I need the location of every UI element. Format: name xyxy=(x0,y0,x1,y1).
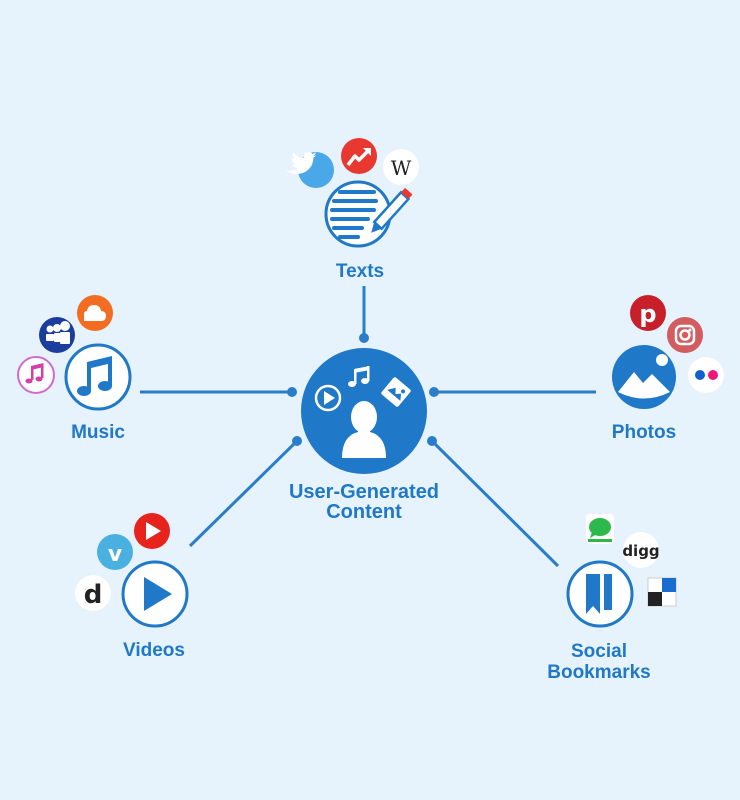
document-lines-icon xyxy=(330,190,378,239)
music-note-icon xyxy=(77,356,112,396)
center-title: User-Generated Content xyxy=(254,482,474,522)
bookmark-icon xyxy=(586,574,612,614)
texts-node: W xyxy=(285,138,419,248)
note-small-icon xyxy=(348,366,370,387)
bookmarks-label: Social Bookmarks xyxy=(524,641,674,683)
center-title-line1: User-Generated xyxy=(288,481,440,503)
bookmarks-label-line2: Bookmarks xyxy=(547,662,651,683)
photos-node: p xyxy=(612,295,724,409)
svg-text:d: d xyxy=(84,580,103,610)
digg-wordmark: digg xyxy=(622,542,659,560)
photo-small-icon xyxy=(381,377,411,407)
svg-text:v: v xyxy=(108,542,123,567)
svg-text:W: W xyxy=(391,156,412,180)
itunes-icon xyxy=(17,356,55,394)
dot-photos xyxy=(429,387,439,397)
pencil-icon xyxy=(371,187,413,233)
center-node xyxy=(301,348,427,474)
dot-videos xyxy=(292,436,302,446)
music-label: Music xyxy=(71,422,125,443)
instagram-icon xyxy=(667,317,703,353)
connector-videos xyxy=(188,439,299,548)
bookmarks-label-line1: Social xyxy=(571,641,627,662)
connector-dots xyxy=(287,333,439,446)
music-node xyxy=(17,295,132,411)
flickr-icon xyxy=(688,357,724,393)
center-title-line2: Content xyxy=(326,501,402,523)
dailymotion-icon: d xyxy=(75,575,111,611)
texts-label: Texts xyxy=(335,261,385,282)
delicious-icon xyxy=(647,577,677,607)
vimeo-icon: v xyxy=(97,534,133,570)
bookmark-chat-icon xyxy=(586,514,614,544)
twitter-icon xyxy=(285,152,334,188)
videos-node: v d xyxy=(75,513,189,628)
digg-icon: digg xyxy=(622,532,660,568)
dot-bookmarks xyxy=(427,436,437,446)
mountain-icon xyxy=(618,372,670,399)
play-small-icon xyxy=(314,384,342,412)
photos-label: Photos xyxy=(611,422,677,443)
videos-label: Videos xyxy=(123,640,185,661)
dot-texts xyxy=(359,333,369,343)
connector-bookmarks xyxy=(430,439,560,568)
youtube-icon xyxy=(134,513,170,549)
soundcloud-icon xyxy=(77,295,113,331)
play-icon xyxy=(144,577,172,611)
svg-text:p: p xyxy=(639,300,656,328)
trending-arrow-icon xyxy=(341,138,377,174)
connector-lines xyxy=(140,286,596,568)
myspace-icon xyxy=(39,317,75,353)
person-icon xyxy=(342,401,386,458)
dot-music xyxy=(287,387,297,397)
wikipedia-icon: W xyxy=(383,149,419,185)
bookmarks-node: digg xyxy=(566,514,677,628)
pinterest-icon: p xyxy=(630,295,666,331)
